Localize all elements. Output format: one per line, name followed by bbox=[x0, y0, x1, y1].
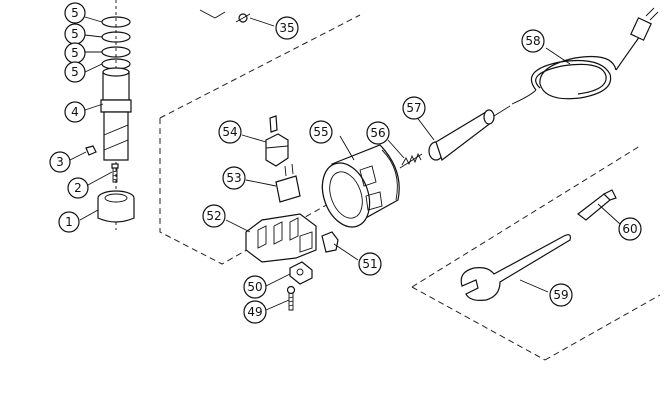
callout-5a: 5 bbox=[64, 2, 86, 24]
screw-49 bbox=[286, 285, 296, 311]
callout-58: 58 bbox=[521, 29, 545, 53]
callout-50: 50 bbox=[243, 275, 267, 299]
callout-label-5b: 5 bbox=[71, 27, 79, 41]
callout-label-3: 3 bbox=[56, 155, 64, 169]
callout-59: 59 bbox=[549, 283, 573, 307]
leader-lines bbox=[69, 16, 621, 311]
brush-holder-51 bbox=[321, 231, 339, 253]
callout-label-35: 35 bbox=[279, 21, 294, 35]
callout-52: 52 bbox=[202, 204, 226, 228]
callout-label-51: 51 bbox=[362, 257, 377, 271]
callout-54: 54 bbox=[218, 120, 242, 144]
callout-1: 1 bbox=[58, 211, 80, 233]
left-column-parts bbox=[85, 0, 135, 230]
callout-label-5a: 5 bbox=[71, 6, 79, 20]
wrench-59 bbox=[460, 234, 571, 301]
callout-56: 56 bbox=[366, 121, 390, 145]
callout-label-59: 59 bbox=[553, 288, 568, 302]
callout-49: 49 bbox=[243, 300, 267, 324]
callout-label-54: 54 bbox=[222, 125, 237, 139]
callout-51: 51 bbox=[358, 252, 382, 276]
callout-label-56: 56 bbox=[370, 126, 385, 140]
motor-housing-55 bbox=[321, 144, 400, 228]
callout-2: 2 bbox=[67, 177, 89, 199]
callout-label-49: 49 bbox=[247, 305, 262, 319]
callout-label-57: 57 bbox=[406, 101, 421, 115]
handle-57 bbox=[428, 105, 511, 161]
callout-55: 55 bbox=[309, 120, 333, 144]
callout-label-58: 58 bbox=[525, 34, 540, 48]
callout-label-60: 60 bbox=[622, 222, 637, 236]
callout-label-5c: 5 bbox=[71, 46, 79, 60]
hex-key-60 bbox=[577, 189, 617, 221]
callout-label-53: 53 bbox=[226, 171, 241, 185]
callout-label-5d: 5 bbox=[71, 65, 79, 79]
callout-5d: 5 bbox=[64, 61, 86, 83]
switch-54 bbox=[265, 115, 289, 167]
callout-label-52: 52 bbox=[206, 209, 221, 223]
screw-35 bbox=[199, 9, 251, 23]
housing-52 bbox=[245, 213, 317, 263]
callout-4: 4 bbox=[64, 101, 86, 123]
callout-3: 3 bbox=[49, 151, 71, 173]
callout-label-50: 50 bbox=[247, 280, 262, 294]
callout-53: 53 bbox=[222, 166, 246, 190]
callout-label-55: 55 bbox=[313, 125, 328, 139]
callout-label-2: 2 bbox=[74, 181, 82, 195]
callout-57: 57 bbox=[402, 96, 426, 120]
callout-60: 60 bbox=[618, 217, 642, 241]
callout-5c: 5 bbox=[64, 42, 86, 64]
bracket-50 bbox=[289, 261, 313, 285]
callout-label-1: 1 bbox=[65, 215, 73, 229]
callout-label-4: 4 bbox=[71, 105, 79, 119]
part-53 bbox=[275, 163, 301, 203]
callout-5b: 5 bbox=[64, 23, 86, 45]
spring-56 bbox=[399, 152, 423, 169]
cord-plug-58 bbox=[511, 7, 659, 105]
callout-35: 35 bbox=[275, 16, 299, 40]
